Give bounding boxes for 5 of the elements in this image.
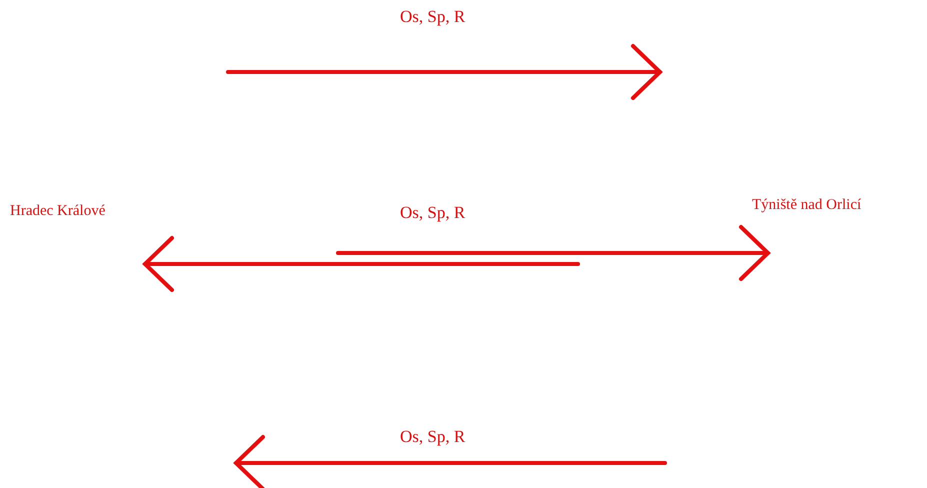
train-types-label: Os, Sp, R — [400, 8, 466, 25]
station-name: Hradec Králové — [10, 204, 106, 219]
train-types-label: Os, Sp, R — [400, 428, 466, 445]
train-types-label: Os, Sp, R — [400, 204, 466, 221]
station-name: Týniště nad Orlicí — [752, 198, 862, 213]
